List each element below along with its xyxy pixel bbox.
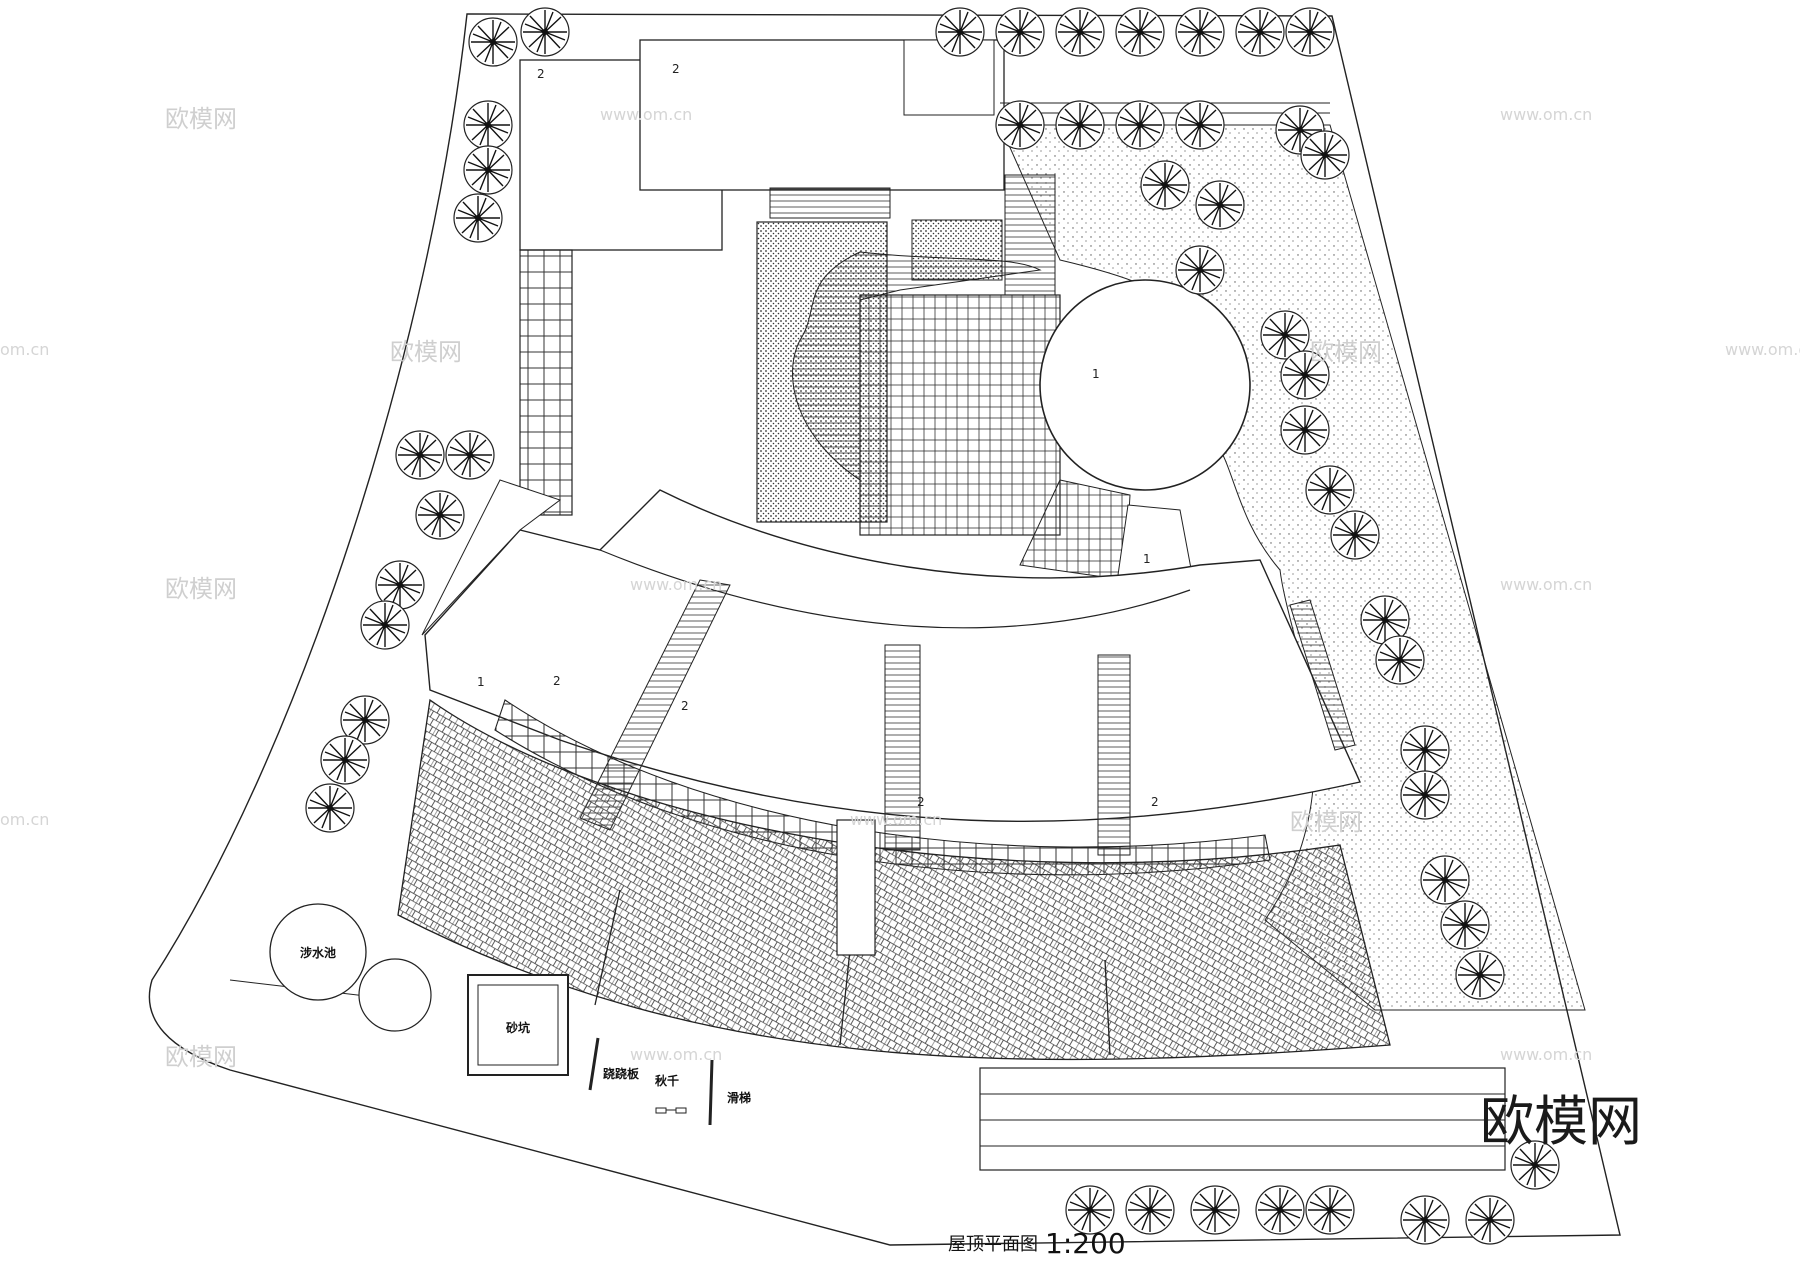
sandpit (467, 974, 569, 1076)
roof-number: 1 (1092, 367, 1100, 381)
ramp (836, 819, 876, 956)
watermark-brand: 欧模网 (165, 575, 237, 603)
central-tiled-court (859, 294, 1061, 536)
running-track (979, 1067, 1506, 1171)
watermark-url: www.om.cn (630, 575, 722, 594)
slide-label: 滑梯 (727, 1090, 751, 1105)
drawing-title: 屋顶平面图 (948, 1234, 1038, 1255)
roof-number: 2 (553, 674, 561, 688)
roof-number: 2 (1151, 795, 1159, 809)
slide-icon (708, 1059, 714, 1126)
east-stair (1289, 599, 1356, 751)
swing-label: 秋千 (655, 1073, 679, 1088)
watermark-url: www.om.cn (600, 105, 692, 124)
watermark-short: om.cn (0, 340, 49, 359)
brand-logo: 欧模网 (1480, 1090, 1642, 1153)
seesaw-icon (588, 1037, 600, 1091)
watermark-brand: 欧模网 (165, 105, 237, 133)
watermarks: 欧模网 www.om.cn www.om.cn 欧模网 om.cn 欧模网 ww… (0, 105, 1800, 1071)
paved-play-area (397, 698, 1391, 1061)
deck-strip-2 (1004, 174, 1056, 296)
roof-number: 2 (537, 67, 545, 81)
watermark-url: www.om.cn (1725, 340, 1800, 359)
watermark-short: om.cn (0, 810, 49, 829)
watermark-brand: 欧模网 (390, 338, 462, 366)
roof-number: 1 (1143, 552, 1151, 566)
skylight-strip-2 (884, 644, 921, 851)
watermark-brand: 欧模网 (1310, 338, 1382, 366)
watermark-url: www.om.cn (850, 810, 942, 829)
west-grid-walkway (519, 249, 573, 516)
skylight-strip-3 (1097, 654, 1131, 856)
west-wing (421, 479, 562, 636)
sandpit-inner (477, 984, 559, 1066)
roof-number: 2 (681, 699, 689, 713)
swing-icon (655, 1107, 687, 1114)
roof-number: 2 (917, 795, 925, 809)
curved-ridge (599, 549, 1191, 629)
round-building (1039, 279, 1251, 491)
wading-pool (269, 903, 367, 1001)
drawing-scale: 1:200 (1045, 1227, 1126, 1260)
watermark-url: www.om.cn (1500, 105, 1592, 124)
wading-pool-label: 涉水池 (300, 945, 336, 960)
roof-number: 2 (672, 62, 680, 76)
wading-pool-small (358, 958, 432, 1032)
deck-strip-1 (769, 187, 891, 219)
courtyard-deck (792, 251, 1042, 481)
watermark-brand: 欧模网 (1290, 808, 1362, 836)
watermark-brand: 欧模网 (165, 1043, 237, 1071)
seesaw-label: 跷跷板 (603, 1066, 640, 1081)
watermark-url: www.om.cn (630, 1045, 722, 1064)
watermark-url: www.om.cn (1500, 575, 1592, 594)
paving-divider (594, 889, 1111, 1056)
sandpit-label: 砂坑 (505, 1020, 530, 1035)
watermark-url: www.om.cn (1500, 1045, 1592, 1064)
roof-number: 1 (477, 675, 485, 689)
site-boundary (148, 13, 1621, 1246)
